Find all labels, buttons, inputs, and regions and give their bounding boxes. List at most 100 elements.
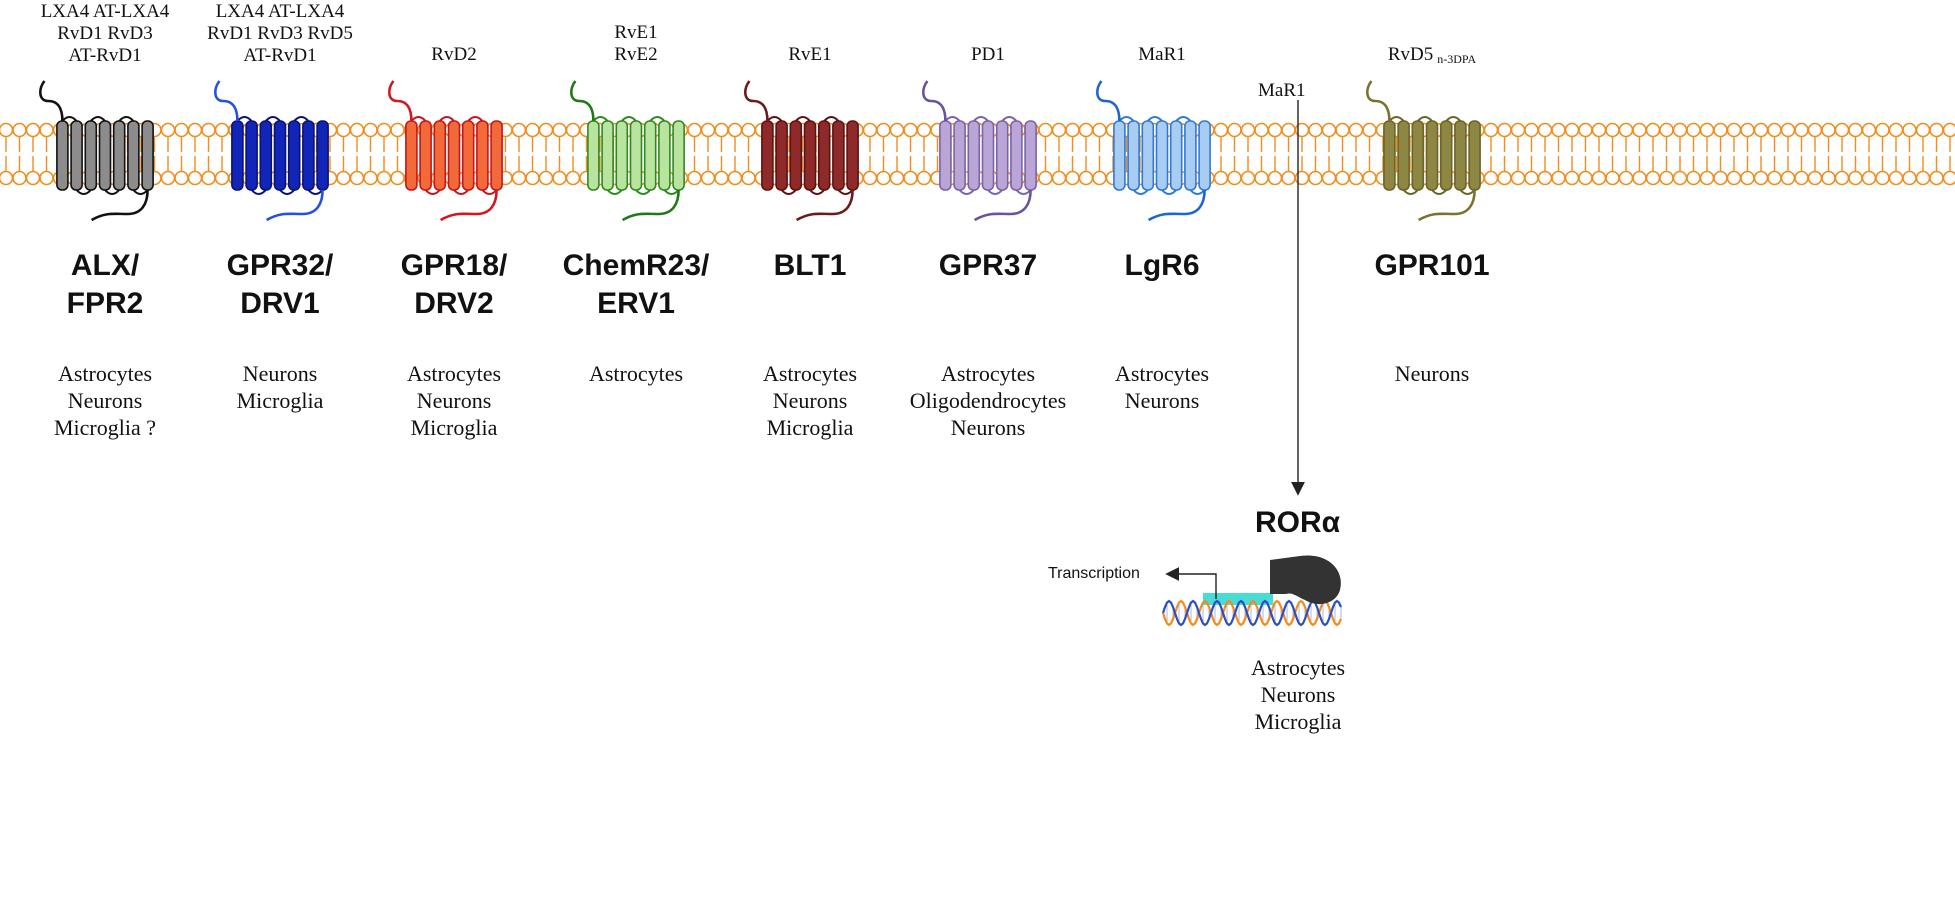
lipid-head bbox=[1510, 122, 1526, 138]
lipid-head bbox=[700, 122, 716, 138]
transmembrane-helix bbox=[127, 120, 140, 191]
transmembrane-helix bbox=[672, 120, 685, 191]
transmembrane-helix bbox=[643, 120, 657, 191]
lipid-head bbox=[1915, 122, 1931, 138]
lipid-head bbox=[1929, 170, 1944, 186]
lipid-head bbox=[714, 170, 729, 186]
receptor-loop bbox=[1189, 189, 1206, 195]
transmembrane-helix bbox=[789, 120, 803, 191]
receptor-alx-icon bbox=[39, 80, 154, 222]
lipid-head bbox=[1794, 170, 1809, 186]
cell-type-line: Astrocytes bbox=[588, 361, 684, 386]
lipid-head bbox=[1254, 170, 1269, 186]
lipid-head bbox=[187, 122, 203, 138]
lipid-head bbox=[1726, 122, 1742, 138]
lipid-head bbox=[1834, 122, 1850, 138]
transmembrane-helix bbox=[287, 120, 301, 191]
receptor-gpr37-icon bbox=[922, 80, 1037, 222]
lipid-head bbox=[1632, 122, 1647, 138]
receptor-name-line: ChemR23/ bbox=[562, 249, 710, 282]
lipid-head bbox=[1740, 170, 1755, 186]
transmembrane-helix bbox=[1198, 120, 1211, 191]
lipid-head bbox=[1740, 122, 1755, 138]
receptor-loop bbox=[410, 116, 427, 122]
lipid-head bbox=[1564, 170, 1580, 186]
receptor-loop bbox=[1445, 116, 1462, 122]
lipid-head bbox=[1605, 122, 1620, 138]
dna-strand-orange bbox=[1161, 599, 1343, 627]
ligand-line: RvD2 bbox=[431, 44, 477, 65]
lipid-head bbox=[1065, 122, 1080, 138]
receptor-loop bbox=[1118, 116, 1135, 122]
lipid-head bbox=[714, 122, 729, 138]
transmembrane-helix bbox=[939, 120, 952, 191]
lipid-head bbox=[862, 170, 878, 186]
lipid-head bbox=[1807, 122, 1823, 138]
receptor-name-blt1: BLT1 bbox=[680, 247, 940, 285]
c-terminal-tail bbox=[1417, 189, 1476, 222]
lipid-head bbox=[1821, 122, 1836, 138]
receptor-loop bbox=[823, 116, 840, 122]
lipid-head bbox=[1726, 170, 1742, 186]
lipid-head bbox=[1051, 170, 1067, 186]
receptor-graphics bbox=[39, 80, 1481, 222]
cell-type-line: Neurons bbox=[1394, 361, 1470, 386]
c-terminal-tail bbox=[795, 189, 854, 222]
ligand-line: LXA4 AT-LXA4 bbox=[40, 1, 170, 22]
n-terminal-tail bbox=[1366, 80, 1391, 122]
transmembrane-helix bbox=[846, 120, 859, 191]
transmembrane-helix bbox=[1127, 120, 1140, 191]
receptor-loop bbox=[307, 189, 324, 195]
lipid-head bbox=[1699, 122, 1715, 138]
lipid-head bbox=[889, 122, 905, 138]
lipid-head bbox=[160, 170, 176, 186]
ligand-line: RvD1 RvD3 bbox=[57, 23, 153, 44]
receptor-loop bbox=[635, 189, 651, 195]
receptor-name-line: GPR18/ bbox=[400, 249, 508, 282]
receptor-loop bbox=[236, 116, 253, 122]
receptor-loop bbox=[649, 116, 666, 122]
lipid-head bbox=[1051, 122, 1067, 138]
receptor-name-line: DRV2 bbox=[414, 287, 494, 320]
cell-type-line: Astrocytes bbox=[762, 361, 858, 386]
transmembrane-helix bbox=[302, 120, 315, 191]
lipid-head bbox=[201, 170, 216, 186]
transmembrane-helix bbox=[316, 120, 329, 191]
receptor-name-line: GPR37 bbox=[938, 249, 1038, 282]
lipid-head bbox=[862, 122, 878, 138]
c-terminal-tail bbox=[265, 189, 324, 222]
lipid-head bbox=[511, 170, 527, 186]
lipid-head bbox=[1240, 170, 1256, 186]
transmembrane-helix bbox=[476, 120, 489, 191]
lipid-head bbox=[1537, 170, 1553, 186]
lipid-head bbox=[1767, 170, 1782, 186]
receptor-gpr32-icon bbox=[214, 80, 329, 222]
receptor-loop bbox=[1459, 189, 1476, 195]
lipid-head bbox=[187, 170, 203, 186]
ligand-line: PD1 bbox=[971, 44, 1005, 65]
ligand-main: RvD5 bbox=[1387, 44, 1434, 65]
receptor-loop bbox=[958, 189, 975, 195]
receptor-name-gpr18: GPR18/DRV2 bbox=[324, 247, 584, 323]
receptor-loop bbox=[766, 116, 783, 122]
transmembrane-helix bbox=[141, 120, 154, 191]
receptor-loop bbox=[265, 116, 281, 122]
receptor-loop bbox=[987, 189, 1003, 195]
transmembrane-helix bbox=[1411, 120, 1425, 191]
receptor-loop bbox=[1431, 189, 1447, 195]
receptor-loop bbox=[467, 116, 484, 122]
receptor-loop bbox=[424, 189, 441, 195]
lipid-head bbox=[1753, 122, 1769, 138]
receptor-gpr18-icon bbox=[388, 80, 503, 222]
receptor-loop bbox=[780, 189, 797, 195]
lipid-head bbox=[1092, 170, 1107, 186]
transcription-label: Transcription bbox=[1048, 565, 1140, 582]
receptor-loop bbox=[1161, 189, 1177, 195]
n-terminal-tail bbox=[922, 80, 947, 122]
lipid-head bbox=[349, 122, 365, 138]
receptor-loop bbox=[1417, 116, 1433, 122]
transmembrane-helix bbox=[490, 120, 503, 191]
lipid-head bbox=[1753, 170, 1769, 186]
lipid-head bbox=[1929, 122, 1944, 138]
transmembrane-helix bbox=[658, 120, 671, 191]
